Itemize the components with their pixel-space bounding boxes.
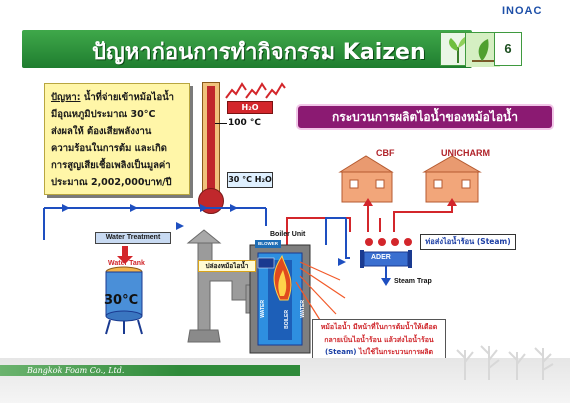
footer-strip: [0, 365, 300, 376]
page-number: 6: [494, 32, 522, 66]
boiler-description: หม้อไอน้ำ มีหน้าที่ในการต้มน้ำให้เดือด ก…: [312, 319, 446, 359]
footer-company: Bangkok Foam Co., Ltd.: [27, 366, 125, 375]
boiler-note-line-3: ไปใช้ในกระบวนการผลิต: [356, 348, 434, 356]
tank-temp-label: 30°C: [104, 293, 139, 308]
steam-trap-arrow: [381, 278, 391, 286]
factory-building-cbf: [338, 155, 394, 203]
title-bar: [22, 30, 472, 68]
boiler-wall-mid: BOILER: [284, 310, 290, 329]
footer-tree-icon: [456, 345, 554, 380]
boiler-note-line-2: กลายเป็นไอน้ำร้อน แล้วส่งไอน้ำร้อน: [324, 335, 434, 344]
problem-line-2: มีอุณหภูมิประมาณ 30°C: [51, 109, 156, 120]
boiler-wall-left: WATER: [260, 300, 266, 318]
boiler-note-line-1: หม้อไอน้ำ มีหน้าที่ในการต้มน้ำให้เดือด: [320, 323, 438, 331]
tank-arrow-down: [117, 256, 133, 264]
thermometer-mercury: [207, 86, 215, 196]
boiler-tag: BLOWER: [255, 240, 281, 248]
problem-line-3: ส่งผลให้ ต้องเสียพลังงาน: [51, 126, 152, 137]
hot-water-label: H₂O: [227, 101, 273, 114]
problem-line-5: การสูญเสียเชื้อเพลิงเป็นมูลค่า: [51, 160, 171, 171]
problem-box: ปัญหา: น้ำที่จ่ายเข้าหม้อไอน้ำ มีอุณหภูม…: [44, 83, 190, 195]
boiler-note-steam: (Steam): [324, 348, 357, 356]
cold-water-label: 30 °C H₂O: [227, 172, 273, 188]
factory-building-unicharm: [422, 155, 482, 203]
temp-100-label: 100 °C: [228, 118, 262, 128]
steam-arrow-up-cbf: [363, 198, 373, 206]
steam-pipe-label: ท่อส่งไอน้ำร้อน (Steam): [420, 234, 516, 250]
brand-logo: INOAC: [502, 5, 543, 17]
steam-arrow-up-unicharm: [447, 198, 457, 206]
steam-burst: [295, 261, 346, 321]
heat-wave-icon: [225, 82, 286, 99]
water-tank-label: Water Tank: [108, 260, 145, 267]
process-title: กระบวนการผลิตไอน้ำของหม้อไอน้ำ: [296, 104, 554, 130]
building-label-unicharm: UNICHARM: [441, 148, 490, 158]
problem-line-4: ความร้อนในการต้ม และเกิด: [51, 143, 167, 154]
header-label: ADER: [371, 254, 391, 261]
building-label-cbf: CBF: [376, 148, 395, 158]
steam-lines: [286, 202, 453, 245]
water-treatment-label: Water Treatment: [95, 232, 171, 244]
tick-100: [215, 123, 227, 124]
chimney-label: ปล่องหม้อไอน้ำ: [198, 260, 256, 272]
boiler-wall-right: WATER: [300, 300, 306, 318]
boiler-unit-label: Boiler Unit: [270, 231, 306, 238]
problem-line-6: ประมาณ 2,002,000บาท/ปี: [51, 177, 172, 188]
steam-trap-label: Steam Trap: [394, 278, 432, 285]
water-flow-lines: [43, 207, 350, 259]
slide-title: ปัญหาก่อนการทำกิจกรรม Kaizen: [92, 40, 426, 65]
problem-label: ปัญหา:: [51, 92, 81, 103]
problem-line-1: น้ำที่จ่ายเข้าหม้อไอน้ำ: [83, 92, 175, 103]
valve-icons: [364, 237, 413, 247]
